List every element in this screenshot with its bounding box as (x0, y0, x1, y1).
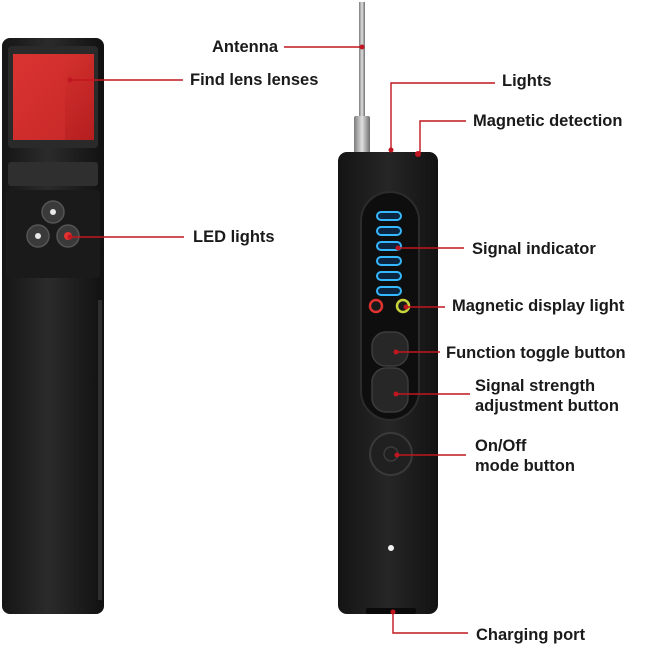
signal-strength-button[interactable] (371, 367, 409, 413)
label-signal-strength-2: adjustment button (475, 397, 619, 415)
leader-dots (67, 44, 409, 615)
led-panel (6, 190, 100, 278)
label-led-lights: LED lights (193, 228, 275, 246)
signal-bar (376, 271, 402, 281)
signal-bar (376, 226, 402, 236)
charging-indicator-dot (388, 545, 394, 551)
label-function-toggle-button: Function toggle button (446, 344, 626, 362)
label-magnetic-display-light: Magnetic display light (452, 297, 625, 315)
label-magnetic-detection: Magnetic detection (473, 112, 623, 130)
antenna-rod (359, 2, 365, 152)
label-on-off-1: On/Off (475, 437, 527, 455)
lens-shade (13, 54, 65, 140)
signal-bar (376, 241, 402, 251)
label-find-lens: Find lens lenses (190, 71, 319, 89)
leader-lights (390, 82, 495, 150)
divider-band (8, 162, 98, 186)
back-edge-highlight (98, 300, 102, 600)
function-toggle-button[interactable] (371, 331, 409, 367)
label-signal-strength-1: Signal strength (475, 377, 596, 395)
indicator-panel (360, 191, 420, 421)
on-off-button[interactable] (369, 432, 413, 476)
front-view-device (338, 2, 438, 614)
label-charging-port: Charging port (476, 626, 586, 644)
leader-charging-port (392, 612, 468, 634)
leader-magnetic-detection (419, 120, 466, 153)
back-view-device (2, 38, 104, 614)
label-lights: Lights (502, 72, 552, 90)
antenna-base (354, 116, 370, 154)
led-dot-left (35, 233, 41, 239)
signal-bar (376, 211, 402, 221)
signal-bar (376, 286, 402, 296)
signal-bar (376, 256, 402, 266)
leader-lines (70, 46, 495, 634)
signal-indicator (376, 211, 402, 296)
label-antenna: Antenna (212, 38, 278, 56)
led-dot-top (50, 209, 56, 215)
label-signal-indicator: Signal indicator (472, 240, 596, 258)
status-led-red (368, 298, 384, 314)
label-on-off-2: mode button (475, 457, 575, 475)
